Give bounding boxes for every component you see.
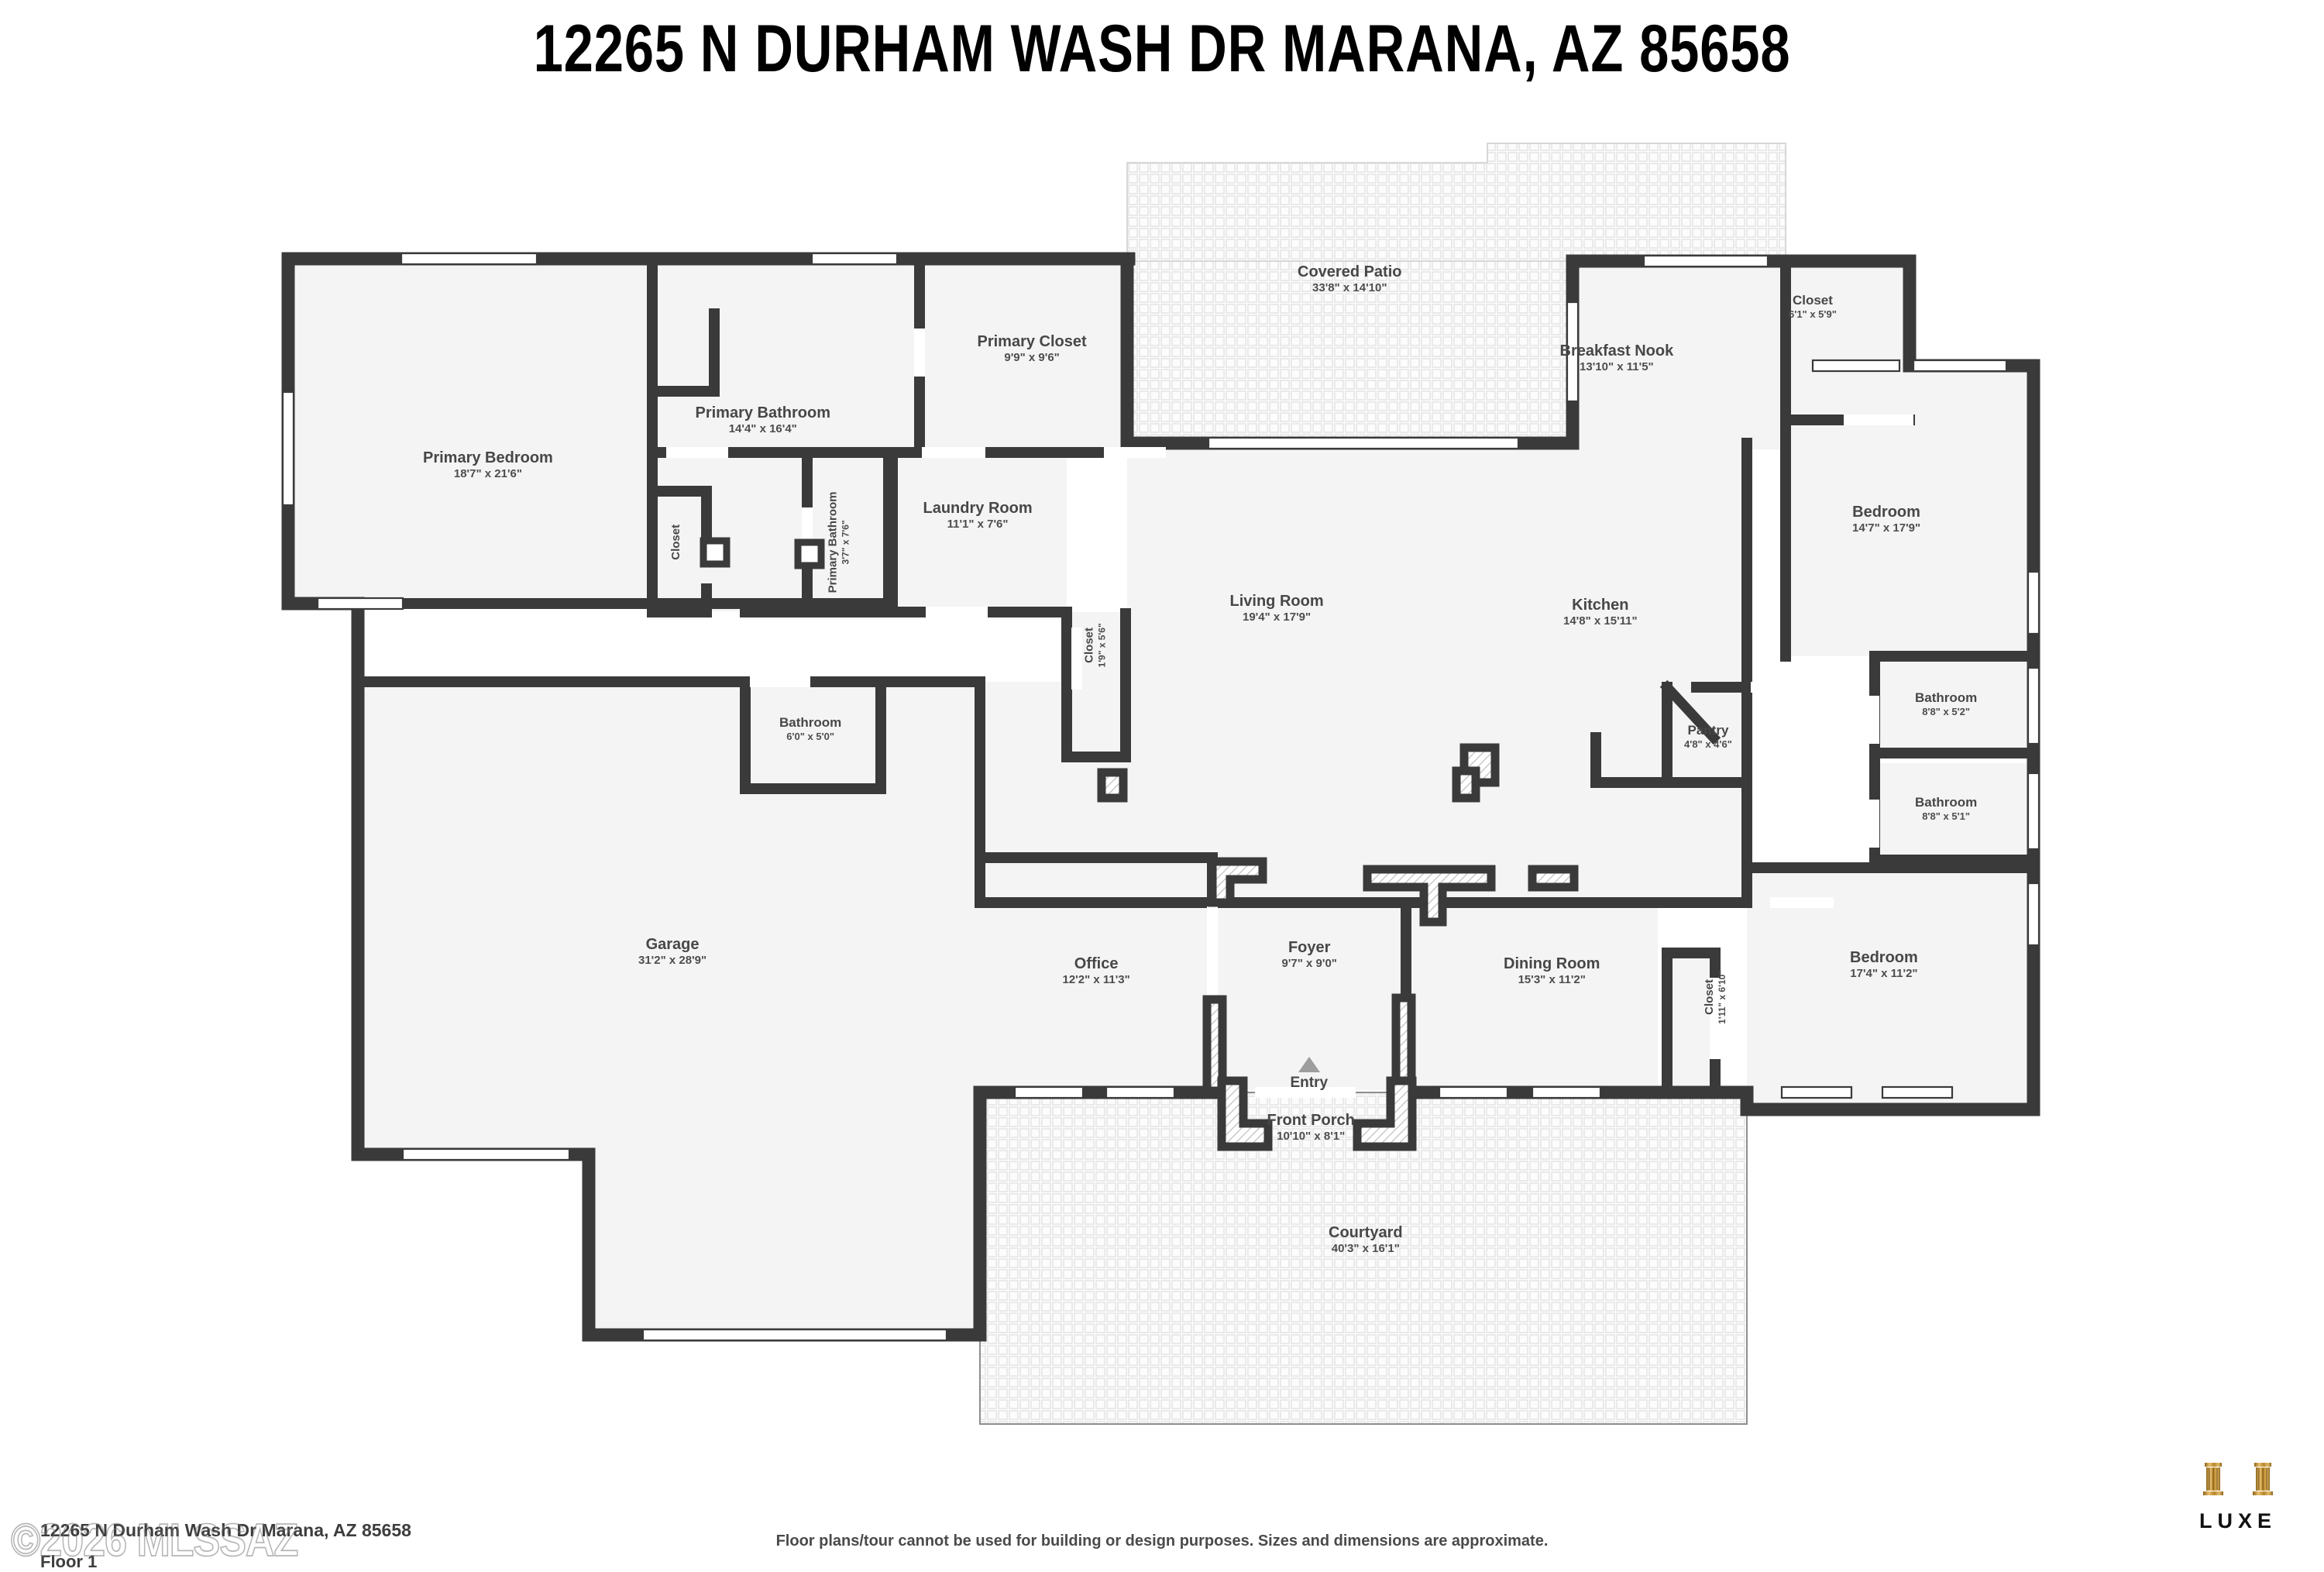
luxe-wordmark: LUXE [2199,1509,2277,1532]
stub-walls [1097,743,1579,1151]
floorplan-svg [281,143,2040,1425]
footer-disclaimer: Floor plans/tour cannot be used for buil… [775,1532,1549,1550]
room-floor-fills [288,259,2033,1335]
door-hinges [700,537,825,569]
pantry-diagonal-wall [1659,679,1721,745]
doorways [666,329,1913,1098]
luxe-columns [2180,1463,2296,1500]
entry-direction-arrow [1298,1057,1320,1072]
luxe-logo: LUXE [2180,1463,2296,1537]
footer-address: 12265 N Durham Wash Dr Marana, AZ 85658 [40,1520,411,1540]
windows [281,252,2040,1342]
column-icon-right [2253,1463,2273,1495]
column-icon-left [2203,1463,2223,1495]
floorplan-canvas [281,143,2040,1425]
page-title: 12265 N DURHAM WASH DR MARANA, AZ 85658 [533,12,1791,86]
